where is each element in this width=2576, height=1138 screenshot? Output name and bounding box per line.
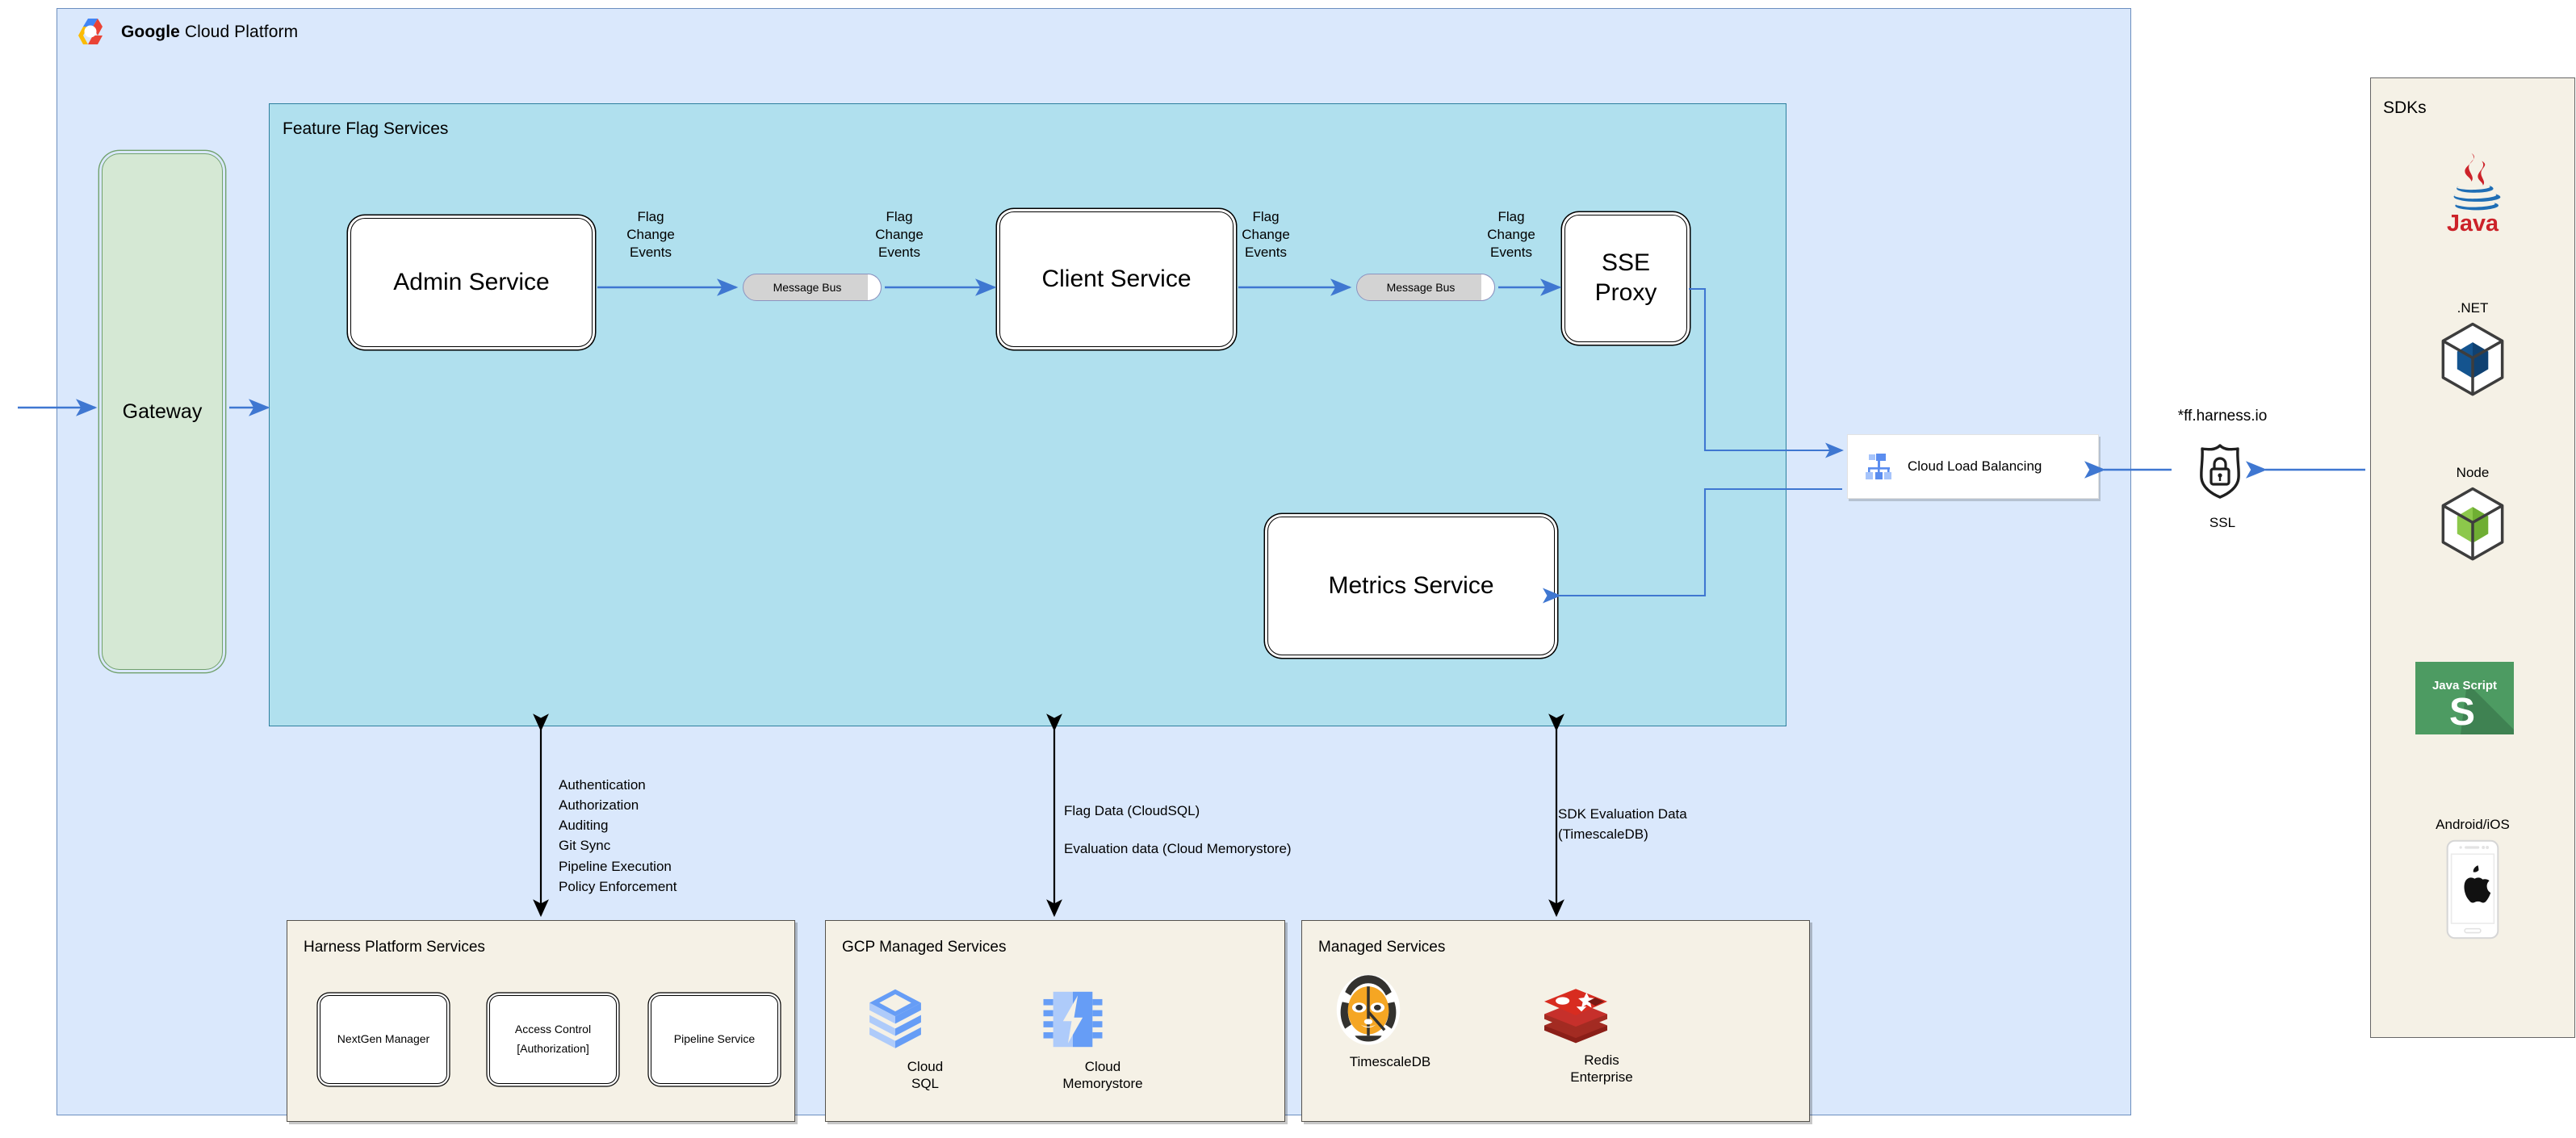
cloud-memorystore-label: Cloud Memorystore: [1062, 1059, 1143, 1092]
google-cloud-logo-icon: [73, 18, 107, 48]
redis-icon: [1541, 984, 1662, 1047]
nextgen-manager-node[interactable]: NextGen Manager: [320, 995, 447, 1084]
android-ios-label: Android/iOS: [2436, 817, 2510, 832]
message-bus-node-1[interactable]: Message Bus: [743, 274, 882, 301]
javascript-logo-icon: Java Script S: [2415, 662, 2514, 734]
client-service-node[interactable]: Client Service: [999, 211, 1234, 347]
message-bus-label-1: Message Bus: [773, 281, 842, 294]
edge-label-flag-change-events-2: Flag Change Events: [875, 209, 924, 260]
annotation-line: Auditing: [559, 818, 609, 834]
timescaledb-label: TimescaleDB: [1349, 1054, 1431, 1069]
sdk-item-dotnet[interactable]: .NET: [2390, 300, 2556, 399]
sse-proxy-label: SSE Proxy: [1594, 249, 1657, 306]
pipeline-service-node[interactable]: Pipeline Service: [651, 995, 778, 1084]
ssl-domain-label: *ff.harness.io: [2177, 408, 2268, 425]
cloud-load-balancing-icon: [1862, 450, 1895, 483]
message-bus-label-2: Message Bus: [1386, 281, 1456, 294]
annotation-line: Authorization: [559, 797, 639, 814]
sdk-item-android-ios[interactable]: Android/iOS: [2390, 817, 2556, 939]
annotation-line: (TimescaleDB): [1558, 826, 1648, 843]
redis-enterprise-tile[interactable]: Redis Enterprise: [1541, 984, 1662, 1086]
cloud-sql-label: Cloud SQL: [907, 1059, 944, 1092]
svg-text:Java Script: Java Script: [2432, 679, 2497, 692]
node-label: Node: [2456, 465, 2490, 480]
timescaledb-tiger-icon: [1330, 971, 1451, 1048]
gcp-managed-services-title: GCP Managed Services: [842, 939, 1007, 956]
svg-text:Java: Java: [2447, 211, 2499, 236]
edge-label-flag-change-events-1: Flag Change Events: [626, 209, 675, 260]
redis-enterprise-label: Redis Enterprise: [1570, 1052, 1633, 1086]
edge-label-flag-change-events-3: Flag Change Events: [1242, 209, 1290, 260]
annotation-line: SDK Evaluation Data: [1558, 806, 1687, 822]
metrics-service-label: Metrics Service: [1328, 571, 1494, 599]
annotation-line: Policy Enforcement: [559, 878, 677, 894]
cloud-load-balancing-label: Cloud Load Balancing: [1908, 458, 2042, 474]
managed-services-title: Managed Services: [1318, 939, 1446, 956]
ssl-shield-lock-icon: [2191, 442, 2249, 500]
annotation-line: Pipeline Execution: [559, 858, 672, 874]
java-logo-icon: Java: [2390, 149, 2556, 236]
message-bus-node-2[interactable]: Message Bus: [1356, 274, 1495, 301]
access-control-node[interactable]: Access Control [Authorization]: [489, 995, 617, 1084]
sdks-title: SDKs: [2383, 98, 2427, 117]
annotation-harness-platform: Authentication Authorization Auditing Gi…: [559, 775, 676, 897]
dotnet-cube-icon: [2390, 321, 2556, 399]
managed-services-group: Managed Services TimescaleDB: [1301, 920, 1810, 1122]
feature-flag-services-container: [269, 103, 1786, 726]
access-control-label: Access Control [Authorization]: [514, 1023, 592, 1055]
ssl-label: SSL: [2209, 515, 2236, 530]
sdk-item-node[interactable]: Node: [2390, 465, 2556, 563]
gcp-managed-services-group: GCP Managed Services Cloud SQL: [825, 920, 1285, 1122]
harness-platform-services-title: Harness Platform Services: [304, 939, 485, 956]
gateway-node[interactable]: Gateway: [102, 153, 223, 670]
edge-label-flag-change-events-4: Flag Change Events: [1487, 209, 1535, 260]
sdk-item-java[interactable]: Java: [2390, 149, 2556, 236]
sdk-item-javascript[interactable]: Java Script S: [2415, 662, 2514, 734]
cloud-sql-icon: [865, 985, 986, 1053]
harness-platform-services-group: Harness Platform Services NextGen Manage…: [287, 920, 795, 1122]
annotation-line: Git Sync: [559, 838, 611, 854]
cloud-memorystore-icon: [1042, 985, 1163, 1053]
annotation-line: Flag Data (CloudSQL): [1064, 803, 1200, 818]
client-service-label: Client Service: [1041, 265, 1192, 292]
annotation-gcp-managed: Flag Data (CloudSQL) Evaluation data (Cl…: [1064, 801, 1292, 877]
metrics-service-node[interactable]: Metrics Service: [1267, 517, 1555, 655]
dotnet-label: .NET: [2457, 300, 2489, 316]
cloud-load-balancing-node[interactable]: Cloud Load Balancing: [1847, 434, 2099, 499]
cloud-memorystore-tile[interactable]: Cloud Memorystore: [1042, 985, 1163, 1093]
annotation-line: Authentication: [559, 777, 646, 793]
feature-flag-services-title: Feature Flag Services: [283, 119, 449, 138]
node-cube-icon: [2390, 486, 2556, 563]
mobile-phone-icon: [2390, 839, 2556, 939]
nextgen-manager-label: NextGen Manager: [337, 1032, 430, 1046]
admin-service-node[interactable]: Admin Service: [350, 218, 593, 347]
cloud-sql-tile[interactable]: Cloud SQL: [865, 985, 986, 1093]
gcp-title-rest: Cloud Platform: [179, 23, 299, 41]
gcp-title-bold: Google: [121, 23, 180, 41]
annotation-managed-services: SDK Evaluation Data (TimescaleDB): [1558, 804, 1687, 844]
gcp-platform-title: Google Cloud Platform: [121, 23, 298, 42]
annotation-line: Evaluation data (Cloud Memorystore): [1064, 841, 1292, 857]
pipeline-service-label: Pipeline Service: [673, 1032, 756, 1046]
gateway-label: Gateway: [122, 400, 203, 423]
timescaledb-tile[interactable]: TimescaleDB: [1330, 971, 1451, 1070]
sse-proxy-node[interactable]: SSE Proxy: [1564, 215, 1687, 342]
admin-service-label: Admin Service: [393, 268, 550, 295]
svg-text:S: S: [2449, 691, 2475, 734]
